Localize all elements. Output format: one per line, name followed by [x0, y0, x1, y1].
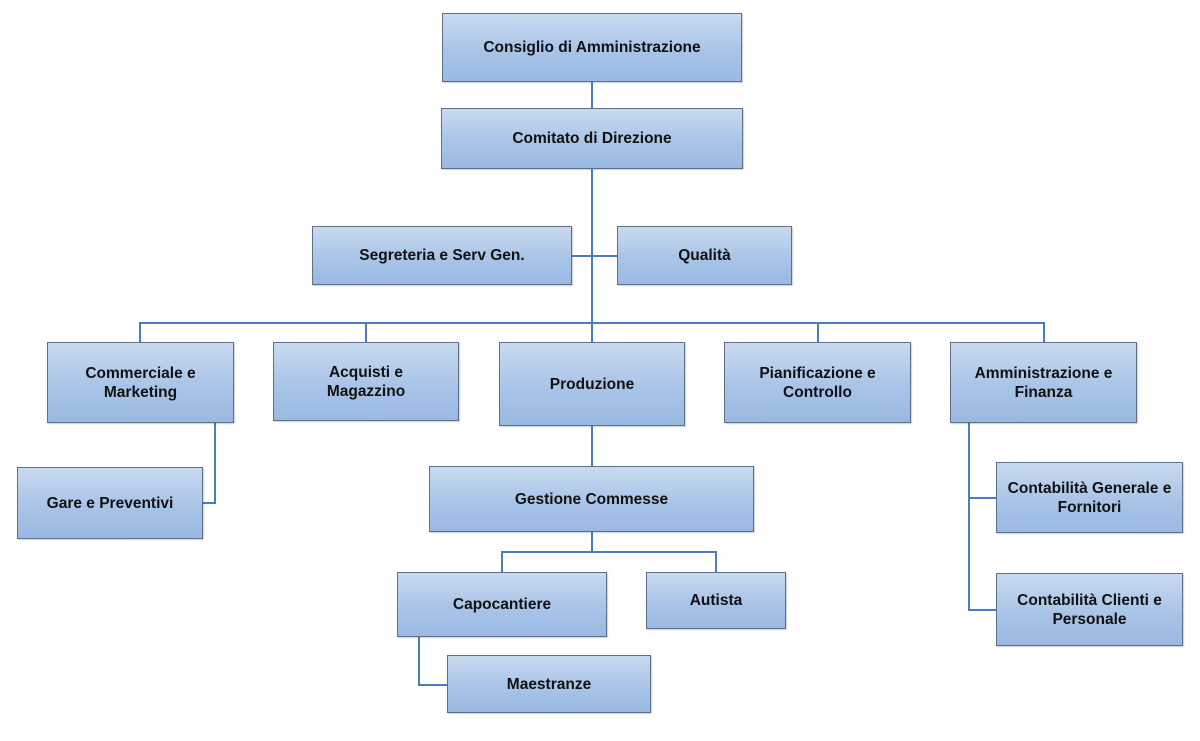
box-label: Segreteria e Serv Gen. [359, 247, 525, 264]
box-contabilita-clienti-e-personale: Contabilità Clienti e Personale [996, 573, 1183, 646]
box-label: Capocantiere [452, 596, 552, 613]
box-label: Acquisti e Magazzino [326, 363, 406, 400]
box-capocantiere: Capocantiere [397, 572, 607, 637]
box-label: Autista [689, 592, 743, 609]
box-label: Pianificazione e Controllo [759, 364, 876, 401]
box-amministrazione-e-finanza: Amministrazione e Finanza [950, 342, 1137, 423]
box-label: Contabilità Generale e Fornitori [1007, 479, 1172, 516]
box-segreteria: Segreteria e Serv Gen. [312, 226, 572, 285]
box-autista: Autista [646, 572, 786, 629]
box-commerciale-e-marketing: Commerciale e Marketing [47, 342, 234, 423]
box-label: Comitato di Direzione [512, 130, 672, 147]
box-produzione: Produzione [499, 342, 685, 426]
box-pianificazione-e-controllo: Pianificazione e Controllo [724, 342, 911, 423]
box-label: Maestranze [506, 675, 592, 693]
box-gare-e-preventivi: Gare e Preventivi [17, 467, 203, 539]
box-label: Commerciale e Marketing [85, 364, 196, 401]
box-acquisti-e-magazzino: Acquisti e Magazzino [273, 342, 459, 421]
box-maestranze: Maestranze [447, 655, 651, 713]
box-consiglio-di-amministrazione: Consiglio di Amministrazione [442, 13, 742, 82]
box-comitato-di-direzione: Comitato di Direzione [441, 108, 743, 169]
box-contabilita-generale-e-fornitori: Contabilità Generale e Fornitori [996, 462, 1183, 533]
box-label: Qualità [678, 247, 731, 264]
box-label: Consiglio di Amministrazione [483, 39, 701, 56]
box-gestione-commesse: Gestione Commesse [429, 466, 754, 532]
box-label: Produzione [549, 375, 635, 393]
box-label: Gare e Preventivi [46, 494, 174, 512]
box-qualita: Qualità [617, 226, 792, 285]
box-label: Contabilità Clienti e Personale [1017, 591, 1162, 628]
box-label: Gestione Commesse [514, 490, 669, 508]
box-label: Amministrazione e Finanza [974, 364, 1113, 401]
